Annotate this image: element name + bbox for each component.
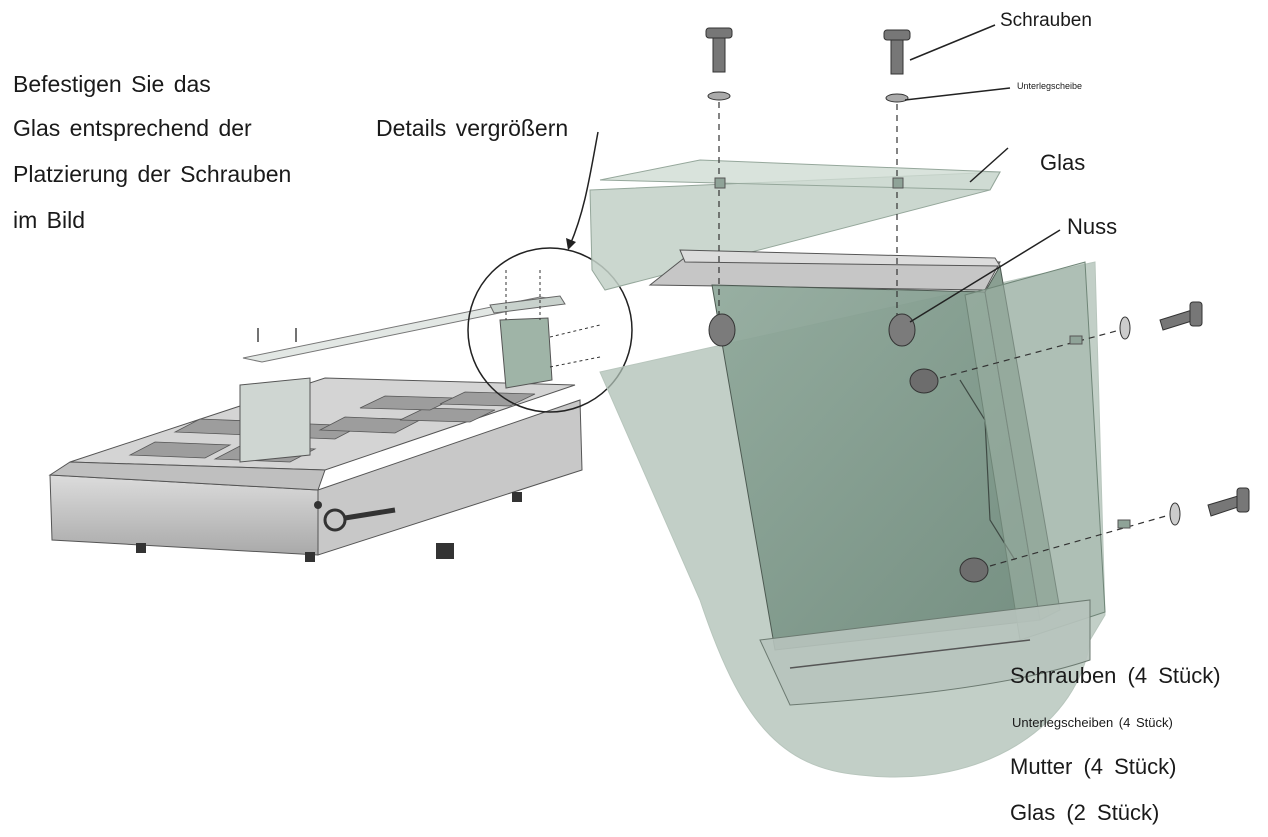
top-screw-right	[883, 29, 911, 75]
callout-screws: Schrauben	[1000, 10, 1092, 31]
instruction-line-4: im Bild	[13, 207, 86, 233]
parts-list-nuts: Mutter (4 Stück)	[1010, 754, 1177, 779]
parts-list-screws: Schrauben (4 Stück)	[1010, 663, 1221, 688]
instruction-line-2: Glas entsprechend der	[13, 115, 252, 141]
callout-washer: Unterlegscheibe	[1017, 81, 1083, 91]
exploded-detail	[589, 27, 1250, 778]
leader-lines	[904, 24, 1061, 323]
callout-details: Details vergrößern	[376, 115, 569, 141]
parts-list-glass: Glas (2 Stück)	[1010, 800, 1160, 825]
top-screw-left	[705, 27, 733, 73]
instruction-line-1: Befestigen Sie das	[13, 71, 211, 97]
parts-list-washers: Unterlegscheiben (4 Stück)	[1012, 715, 1173, 730]
instruction-line-3: Platzierung der Schrauben	[13, 161, 292, 187]
callout-glass: Glas	[1040, 150, 1086, 175]
display-unit	[48, 296, 583, 562]
detail-circle	[467, 131, 633, 413]
callout-nut: Nuss	[1067, 214, 1118, 239]
